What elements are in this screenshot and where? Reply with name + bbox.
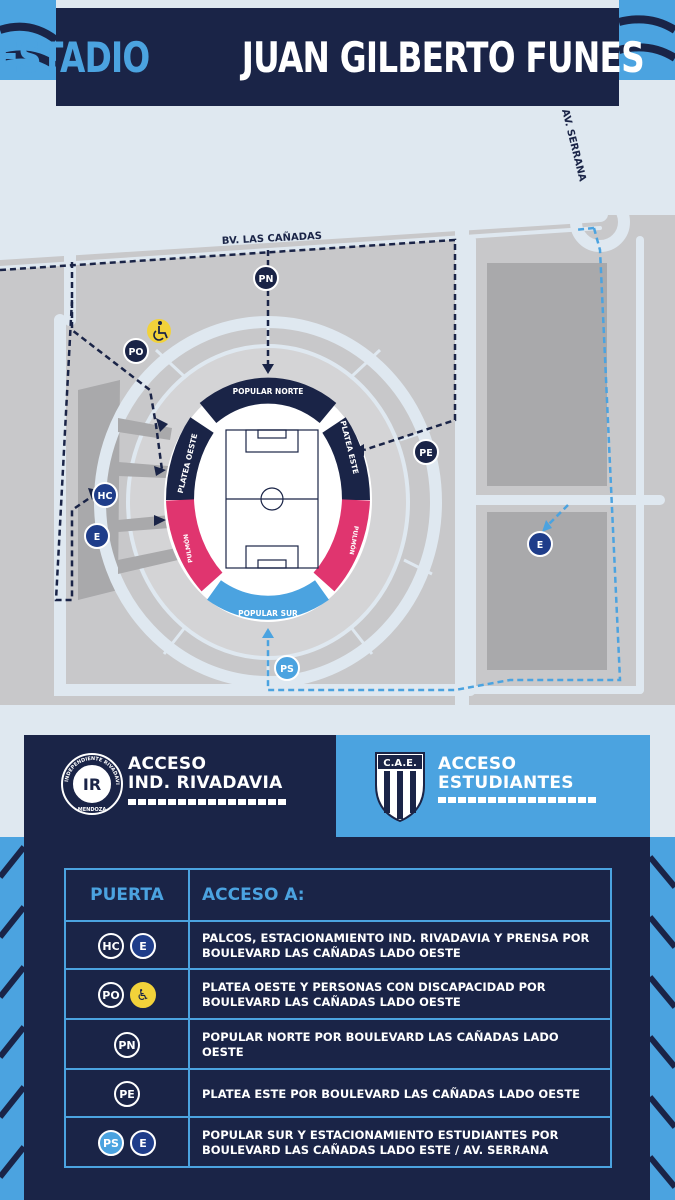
table-row: PE PLATEA ESTE POR BOULEVARD LAS CAÑADAS… <box>66 1068 610 1118</box>
svg-text:E: E <box>94 532 101 543</box>
row-text: POPULAR NORTE POR BOULEVARD LAS CAÑADAS … <box>202 1030 559 1059</box>
stand-popular-norte <box>199 377 337 424</box>
row-text: PALCOS, ESTACIONAMIENTO IND. RIVADAVIA Y… <box>202 931 590 960</box>
rivadavia-crest-icon: INDEPENDIENTE RIVADAVIA MENDOZA IR <box>60 748 123 815</box>
svg-text:PO: PO <box>128 347 143 358</box>
table-header: PUERTA ACCESO A: <box>66 870 610 920</box>
gate-badge-ps: PS <box>98 1130 124 1156</box>
gate-e-west: E <box>84 523 110 549</box>
gate-pe: PE <box>413 439 439 465</box>
gate-badge-pn: PN <box>114 1032 140 1058</box>
decorative-stripes <box>0 837 675 1200</box>
gate-badge-po: PO <box>98 982 124 1008</box>
svg-text:IR: IR <box>83 775 101 794</box>
rivadavia-legend-line <box>128 799 288 805</box>
table-row: PS E POPULAR SUR Y ESTACIONAMIENTO ESTUD… <box>66 1116 610 1168</box>
row-text: POPULAR SUR Y ESTACIONAMIENTO ESTUDIANTE… <box>202 1128 559 1157</box>
wheelchair-icon <box>147 319 171 343</box>
svg-text:MENDOZA: MENDOZA <box>78 807 107 813</box>
access-estudiantes-title: ACCESO ESTUDIANTES <box>438 755 574 793</box>
wheelchair-icon: ♿ <box>130 982 156 1008</box>
arrowheads-navy <box>88 364 364 526</box>
gate-po: PO <box>123 338 149 364</box>
svg-text:E: E <box>537 540 544 551</box>
svg-text:PS: PS <box>280 664 294 675</box>
gate-badge-hc: HC <box>98 933 124 959</box>
roads <box>0 103 675 712</box>
svg-text:HC: HC <box>98 491 113 502</box>
label-popular-sur: POPULAR SUR <box>238 609 298 618</box>
decorative-waves <box>0 0 675 80</box>
col-gate-header: PUERTA <box>90 885 164 905</box>
gate-pn: PN <box>253 265 279 291</box>
title-prefix: ESTADIO <box>0 32 150 82</box>
arrowheads-blue <box>262 520 552 638</box>
gate-ps: PS <box>274 655 300 681</box>
gate-hc: HC <box>92 482 118 508</box>
gate-table: PUERTA ACCESO A: HC E PALCOS, ESTACIONAM… <box>64 868 612 1168</box>
gate-badge-pe: PE <box>114 1081 140 1107</box>
stand-platea-oeste <box>166 417 214 501</box>
table-row: PO ♿ PLATEA OESTE Y PERSONAS CON DISCAPA… <box>66 968 610 1020</box>
title-banner: ESTADIO JUAN GILBERTO FUNES <box>0 8 644 106</box>
stand-pulmon-right <box>313 499 370 592</box>
estudiantes-crest-icon: C.A.E. <box>375 752 425 823</box>
table-row: PN POPULAR NORTE POR BOULEVARD LAS CAÑAD… <box>66 1018 610 1070</box>
access-rivadavia-line1: ACCESO <box>128 754 207 774</box>
gate-badge-e: E <box>130 1130 156 1156</box>
access-estudiantes: C.A.E. ACCESO ESTUDIANTES <box>336 735 650 837</box>
label-popular-norte: POPULAR NORTE <box>233 387 304 396</box>
gate-badge-e: E <box>130 933 156 959</box>
stadium-map: POPULAR NORTE PLATEA OESTE PLATEA ESTE P… <box>0 0 675 712</box>
access-rivadavia-line2: IND. RIVADAVIA <box>128 773 283 793</box>
access-rivadavia-title: ACCESO IND. RIVADAVIA <box>128 755 283 793</box>
pitch <box>225 429 319 569</box>
row-text: PLATEA ESTE POR BOULEVARD LAS CAÑADAS LA… <box>202 1086 581 1101</box>
stand-popular-sur <box>207 580 329 620</box>
access-estudiantes-line2: ESTUDIANTES <box>438 773 574 793</box>
field-bowl <box>164 378 372 622</box>
svg-text:C.A.E.: C.A.E. <box>383 758 417 769</box>
svg-text:PN: PN <box>259 274 274 285</box>
label-pulmon-right: PULMÓN <box>347 525 359 555</box>
parking-east-north <box>487 263 607 486</box>
table-row: HC E PALCOS, ESTACIONAMIENTO IND. RIVADA… <box>66 920 610 970</box>
svg-text:PE: PE <box>419 448 432 459</box>
col-access-header: ACCESO A: <box>202 884 305 905</box>
estudiantes-paths <box>266 226 622 692</box>
stand-pulmon-left <box>166 499 223 592</box>
row-text: PLATEA OESTE Y PERSONAS CON DISCAPACIDAD… <box>202 980 546 1009</box>
gate-e-east: E <box>527 531 553 557</box>
estudiantes-legend-line <box>438 797 598 803</box>
title-name: JUAN GILBERTO FUNES <box>241 32 644 82</box>
access-rivadavia: INDEPENDIENTE RIVADAVIA MENDOZA IR ACCES… <box>24 735 336 837</box>
rivadavia-paths <box>0 238 457 602</box>
stand-platea-este <box>322 417 370 501</box>
label-pulmon-left: PULMÓN <box>183 533 195 563</box>
access-estudiantes-line1: ACCESO <box>438 754 517 774</box>
